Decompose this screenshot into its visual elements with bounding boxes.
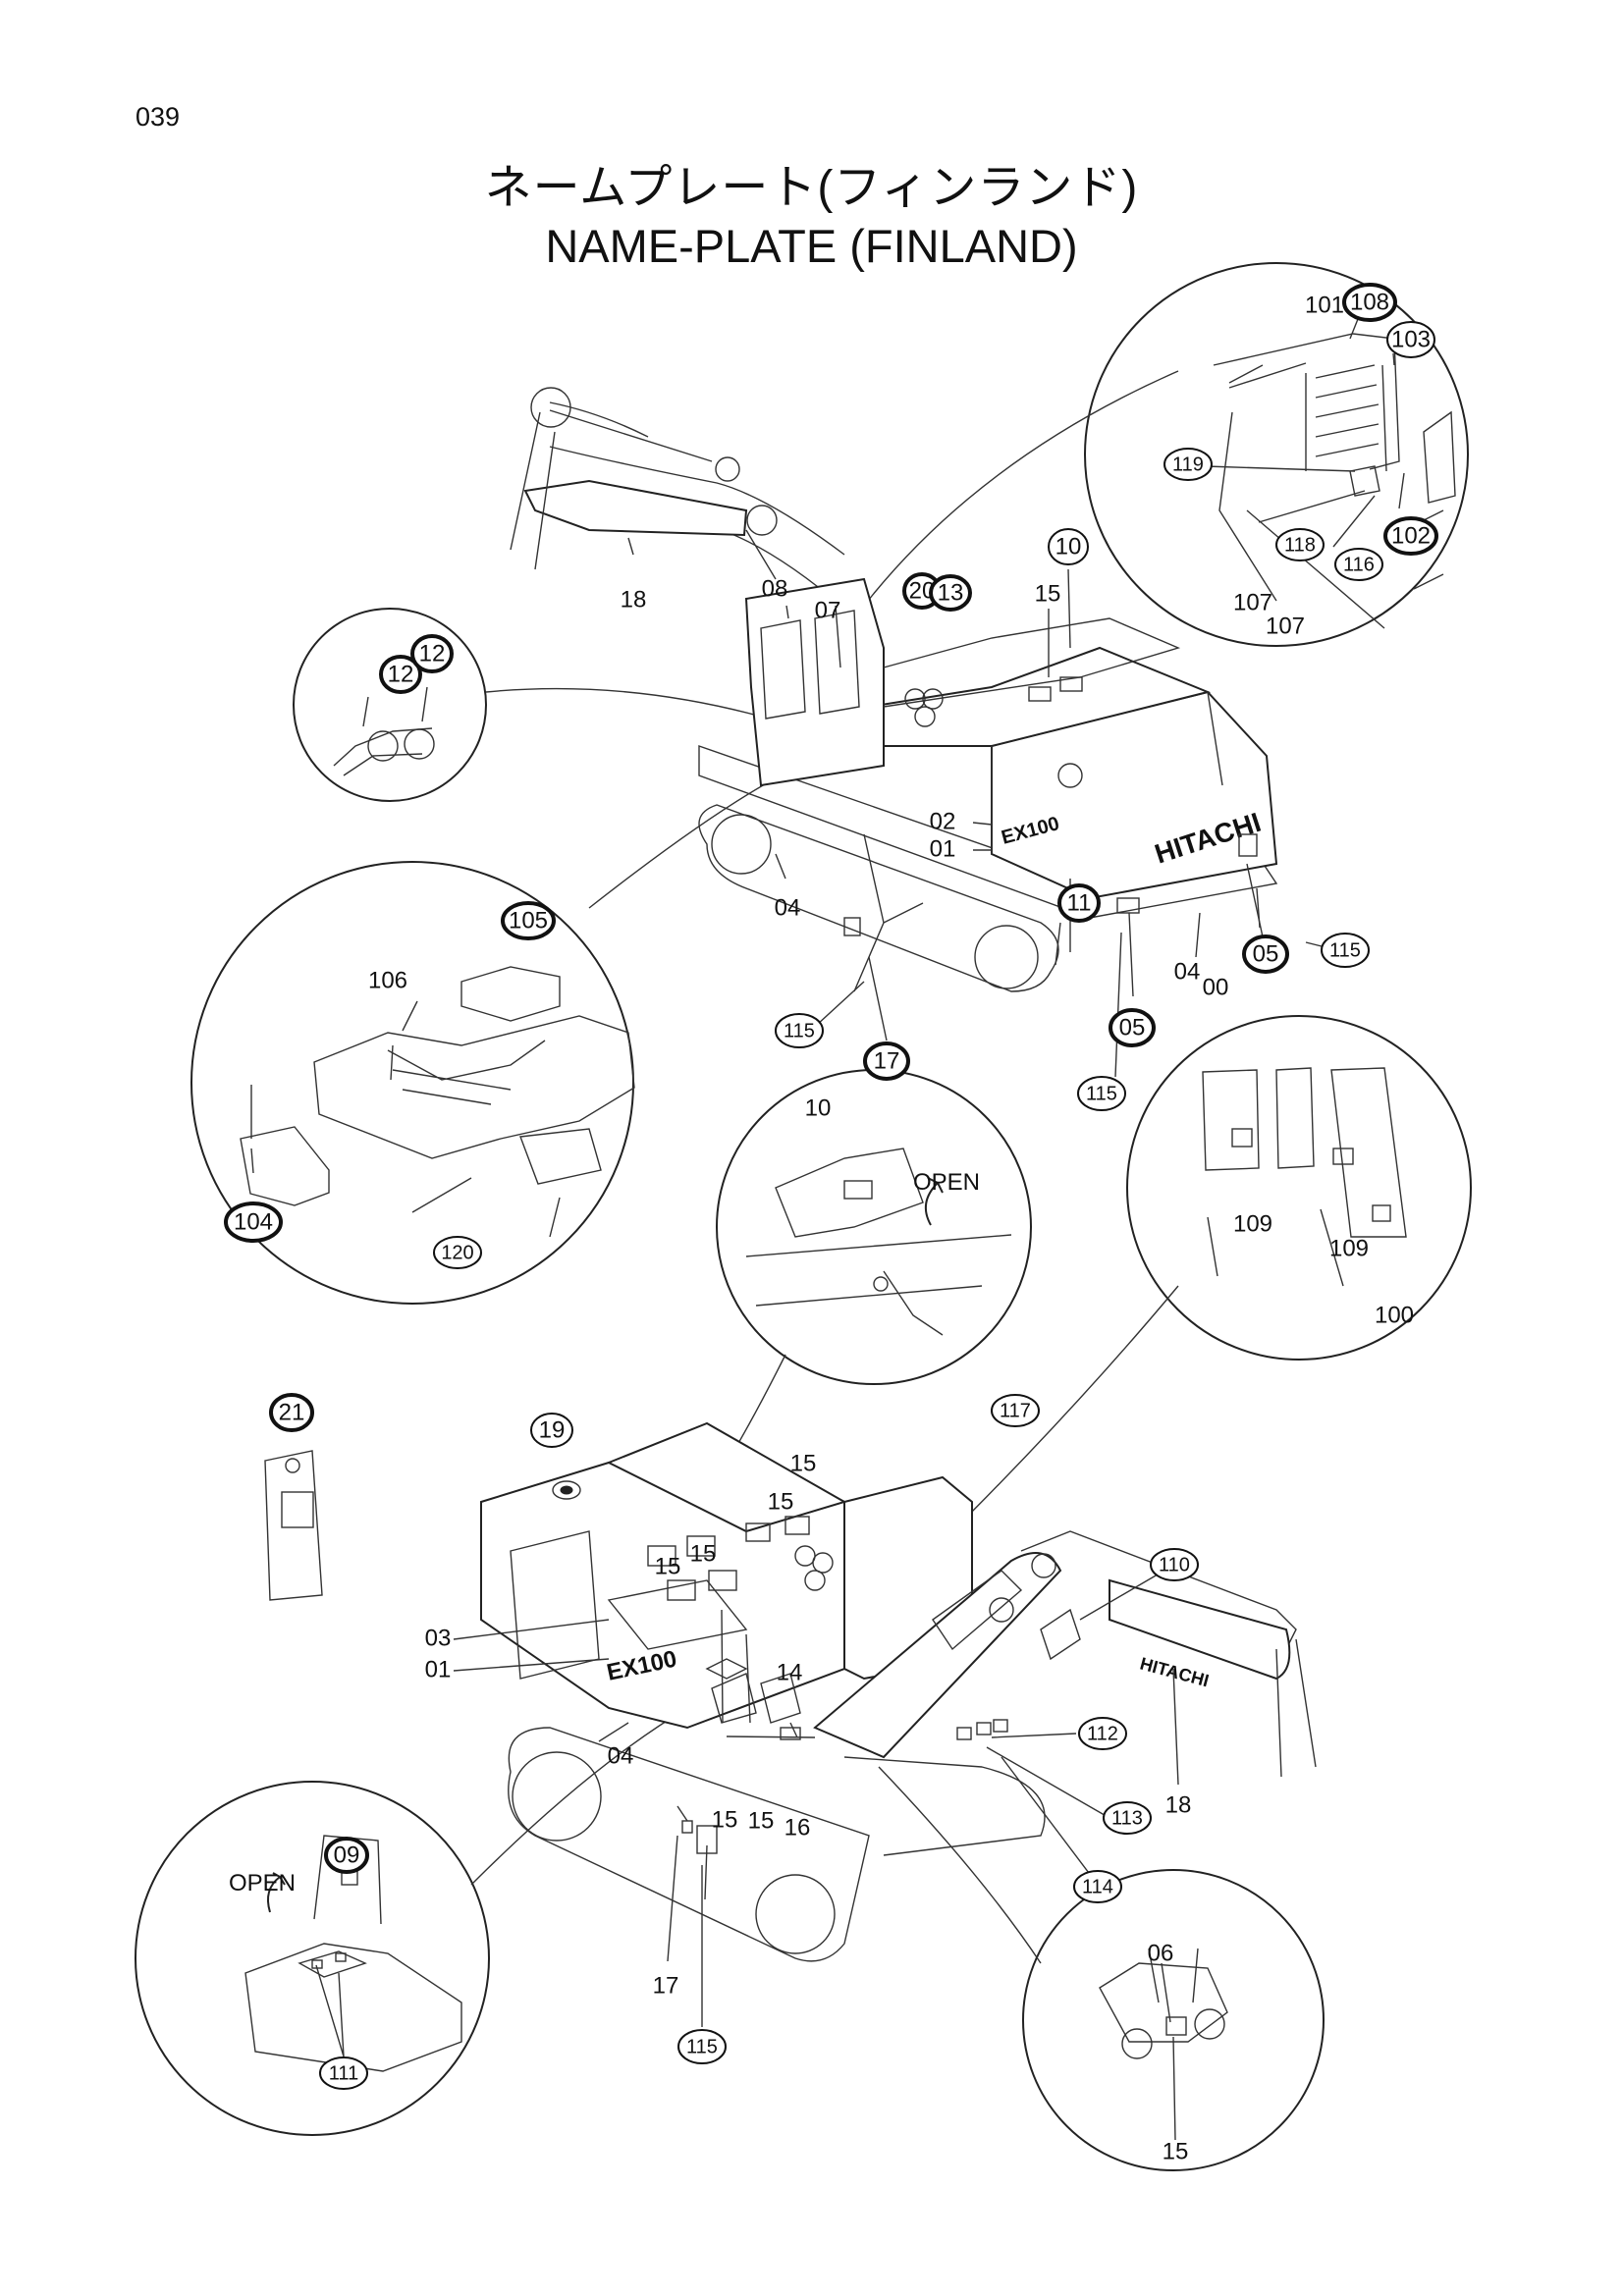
callout-12-b: 12 bbox=[419, 640, 446, 667]
callout-111: 111 bbox=[329, 2062, 358, 2084]
callout-00: 00 bbox=[1203, 974, 1229, 1000]
detail-circle-cab-windows bbox=[1126, 1015, 1472, 1361]
leader-toolbox bbox=[470, 1707, 688, 1886]
callout-18-lower: 18 bbox=[1165, 1791, 1192, 1818]
callout-108: 108 bbox=[1350, 289, 1389, 315]
name-tag-21 bbox=[264, 1450, 323, 1601]
callout-104: 104 bbox=[234, 1208, 273, 1235]
leader-cab-interior bbox=[853, 370, 1179, 619]
leader-engine bbox=[588, 765, 801, 909]
callout-07: 07 bbox=[815, 597, 841, 623]
callout-labels: 18 08 07 20 13 15 10 12 12 02 01 11 04 1… bbox=[224, 283, 1438, 2164]
callout-04-lower: 04 bbox=[608, 1742, 634, 1769]
callout-10-upper: 10 bbox=[1055, 533, 1082, 560]
callout-119: 119 bbox=[1172, 454, 1204, 475]
callout-103: 103 bbox=[1391, 326, 1431, 352]
callout-100: 100 bbox=[1375, 1302, 1414, 1328]
callout-114: 114 bbox=[1082, 1876, 1113, 1897]
title-block: ネームプレート(フィンランド) NAME-PLATE (FINLAND) bbox=[0, 159, 1623, 275]
page-title-english: NAME-PLATE (FINLAND) bbox=[545, 220, 1078, 272]
callout-12-a: 12 bbox=[388, 661, 414, 687]
callout-15-bottom: 15 bbox=[1163, 2138, 1189, 2164]
callout-03: 03 bbox=[425, 1625, 452, 1651]
callout-15-upper: 15 bbox=[1035, 580, 1061, 607]
callout-15-lower-f: 15 bbox=[748, 1807, 775, 1834]
callout-101: 101 bbox=[1305, 292, 1344, 318]
callout-110: 110 bbox=[1159, 1554, 1190, 1575]
callout-17-lower: 17 bbox=[653, 1972, 679, 1999]
callout-09: 09 bbox=[334, 1842, 360, 1868]
detail-circle-wiring-connector bbox=[293, 608, 487, 802]
callout-112: 112 bbox=[1087, 1723, 1118, 1744]
page-title-japanese: ネームプレート(フィンランド) bbox=[484, 162, 1139, 214]
callout-08: 08 bbox=[762, 575, 788, 602]
callout-15-lower-b: 15 bbox=[768, 1488, 794, 1515]
callout-115-b: 115 bbox=[1086, 1083, 1117, 1104]
callout-04-upper-a: 04 bbox=[775, 894, 801, 921]
leader-wiring bbox=[485, 687, 796, 727]
detail-circle-tool-box bbox=[135, 1781, 490, 2136]
callout-109-b: 109 bbox=[1329, 1235, 1369, 1261]
open-label-toolbox: OPEN bbox=[229, 1870, 296, 1896]
callout-14: 14 bbox=[777, 1659, 803, 1685]
callout-05-b: 05 bbox=[1253, 940, 1279, 967]
callout-118: 118 bbox=[1284, 534, 1316, 556]
callout-01-upper: 01 bbox=[930, 835, 956, 862]
callout-115-a: 115 bbox=[784, 1020, 815, 1041]
open-label-cover: OPEN bbox=[913, 1169, 980, 1196]
callout-116: 116 bbox=[1343, 554, 1375, 575]
callout-21: 21 bbox=[279, 1399, 305, 1425]
callout-107-a: 107 bbox=[1233, 589, 1272, 615]
callout-15-lower-c: 15 bbox=[655, 1553, 681, 1579]
detail-circle-engine-cover-open bbox=[716, 1069, 1032, 1385]
callout-102: 102 bbox=[1391, 522, 1431, 549]
leader-boom-foot bbox=[878, 1766, 1042, 1964]
callout-16: 16 bbox=[784, 1814, 811, 1841]
callout-01-lower: 01 bbox=[425, 1656, 452, 1682]
callout-15-lower-d: 15 bbox=[690, 1540, 717, 1567]
callout-13: 13 bbox=[938, 579, 964, 606]
machine-front-view: EX100 HITACHI bbox=[480, 1421, 1317, 1962]
callout-15-lower-a: 15 bbox=[790, 1450, 817, 1476]
callout-113: 113 bbox=[1111, 1807, 1143, 1829]
machine-rear-view: HITACHI EX100 bbox=[510, 387, 1278, 992]
page-number: 039 bbox=[135, 102, 181, 132]
callout-17-upper: 17 bbox=[874, 1047, 900, 1074]
callout-02-upper: 02 bbox=[930, 808, 956, 834]
callout-120: 120 bbox=[441, 1242, 473, 1263]
callout-106: 106 bbox=[368, 967, 407, 993]
callout-115-d: 115 bbox=[686, 2036, 718, 2057]
leader-windows bbox=[956, 1285, 1179, 1527]
detail-circle-cab-interior bbox=[1084, 262, 1469, 647]
callout-04-upper-b: 04 bbox=[1174, 958, 1201, 985]
callout-05-a: 05 bbox=[1119, 1014, 1146, 1041]
callout-19: 19 bbox=[539, 1416, 566, 1443]
callout-15-lower-e: 15 bbox=[712, 1806, 738, 1833]
callout-117: 117 bbox=[1000, 1400, 1031, 1421]
callout-18-upper: 18 bbox=[621, 586, 647, 613]
callout-105: 105 bbox=[509, 907, 548, 934]
callout-06: 06 bbox=[1148, 1940, 1174, 1966]
detail-circle-engine bbox=[190, 861, 635, 1305]
callout-115-c: 115 bbox=[1329, 939, 1361, 961]
callout-11: 11 bbox=[1067, 889, 1092, 916]
callout-109-a: 109 bbox=[1233, 1210, 1272, 1237]
detail-circle-boom-foot bbox=[1022, 1869, 1325, 2171]
callout-10-cover: 10 bbox=[805, 1095, 832, 1121]
callout-107-b: 107 bbox=[1266, 613, 1305, 639]
